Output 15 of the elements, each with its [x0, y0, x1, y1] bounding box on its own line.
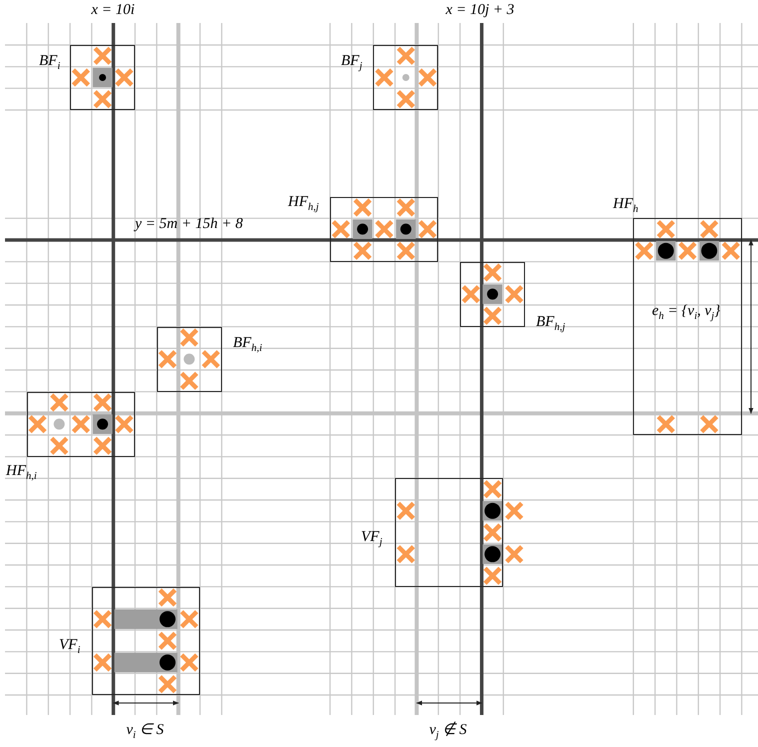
equation-label: v$_{j}$ ∉ S [429, 722, 467, 742]
equation-label: y = 5m + 15h + 8 [135, 216, 243, 232]
equation-label: x = 10i [91, 2, 135, 18]
gadget-label: VF$_{j}$ [361, 528, 382, 549]
gadget-label: BF$_{j}$ [341, 53, 362, 73]
gadget-label: HF$_{h,j}$ [288, 194, 319, 214]
gadget-label: BF$_{i}$ [39, 53, 60, 73]
equation-label: e$_{h}$ = {v$_{i}$, v$_{j}$} [652, 303, 720, 323]
gadget-label: VF$_{i}$ [59, 636, 80, 657]
equation-label: x = 10j + 3 [446, 2, 514, 18]
gadget-label: BF$_{h,i}$ [232, 334, 262, 355]
gadget-label: HF$_{h,i}$ [6, 462, 37, 483]
gadget-label: BF$_{h,j}$ [536, 314, 566, 334]
equation-label: v$_{i}$ ∈ S [126, 722, 164, 742]
gadget-label: HF$_{h}$ [613, 196, 638, 216]
